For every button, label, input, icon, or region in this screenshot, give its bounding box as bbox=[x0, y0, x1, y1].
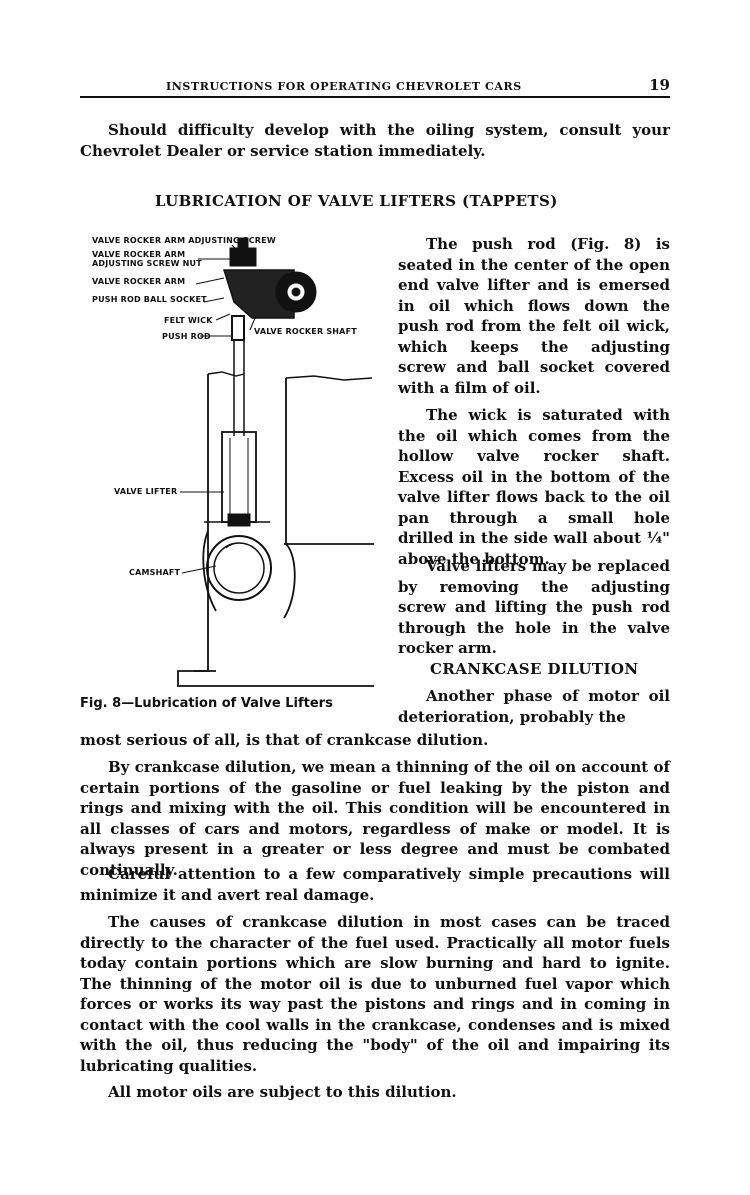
valve-lifter-illustration: VALVE ROCKER ARM ADJUSTING SCREW VALVE R… bbox=[92, 236, 374, 687]
intro-paragraph: Should difficulty develop with the oilin… bbox=[80, 121, 670, 160]
page-number: 19 bbox=[649, 76, 670, 94]
label-adjusting-screw: VALVE ROCKER ARM ADJUSTING SCREW bbox=[92, 236, 276, 245]
label-push-rod: PUSH ROD bbox=[162, 332, 211, 341]
label-rocker-arm: VALVE ROCKER ARM bbox=[92, 277, 185, 286]
paragraph-dilution-lead: Another phase of motor oil deterioration… bbox=[398, 687, 670, 726]
running-header: INSTRUCTIONS FOR OPERATING CHEVROLET CAR… bbox=[80, 76, 670, 94]
label-ball-socket: PUSH ROD BALL SOCKET bbox=[92, 295, 207, 304]
label-screw-nut-line2: ADJUSTING SCREW NUT bbox=[92, 259, 202, 268]
paragraph-replacing-lifters: Valve lifters may be replaced by removin… bbox=[398, 557, 670, 657]
paragraph-dilution-lead-continued: most serious of all, is that of crankcas… bbox=[80, 731, 489, 749]
figure-valve-lifter-diagram: VALVE ROCKER ARM ADJUSTING SCREW VALVE R… bbox=[84, 226, 384, 696]
paragraph-wick: The wick is saturated with the oil which… bbox=[398, 406, 670, 568]
engine-block bbox=[177, 371, 374, 687]
section-heading-valve-lifters: LUBRICATION OF VALVE LIFTERS (TAPPETS) bbox=[155, 192, 558, 210]
section-heading-crankcase-dilution: CRANKCASE DILUTION bbox=[430, 660, 639, 678]
camshaft-shape bbox=[206, 535, 272, 601]
header-rule bbox=[80, 96, 670, 98]
label-valve-lifter: VALVE LIFTER bbox=[114, 487, 177, 496]
label-screw-nut-line1: VALVE ROCKER ARM bbox=[92, 250, 185, 259]
label-rocker-shaft: VALVE ROCKER SHAFT bbox=[254, 327, 357, 336]
figure-caption: Fig. 8—Lubrication of Valve Lifters bbox=[80, 696, 333, 711]
paragraph-dilution-definition: By crankcase dilution, we mean a thinnin… bbox=[80, 758, 670, 879]
paragraph-dilution-causes: The causes of crankcase dilution in most… bbox=[80, 913, 670, 1075]
paragraph-push-rod: The push rod (Fig. 8) is seated in the c… bbox=[398, 235, 670, 397]
label-felt-wick: FELT WICK bbox=[164, 316, 213, 325]
push-rod-and-lifter bbox=[204, 340, 270, 527]
label-camshaft: CAMSHAFT bbox=[129, 568, 181, 577]
rocker-assembly bbox=[222, 237, 317, 341]
running-title: INSTRUCTIONS FOR OPERATING CHEVROLET CAR… bbox=[166, 80, 522, 93]
paragraph-precautions: Careful attention to a few comparatively… bbox=[80, 865, 670, 904]
paragraph-all-oils: All motor oils are subject to this dilut… bbox=[108, 1083, 457, 1101]
